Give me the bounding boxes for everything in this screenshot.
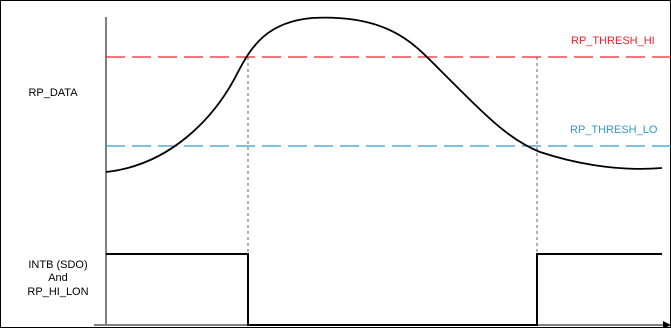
intb-label-line3: RP_HI_LON: [27, 286, 88, 298]
rp-data-curve: [105, 16, 663, 173]
intb-label-line1: INTB (SDO): [28, 259, 87, 271]
intb-label-line2: And: [48, 272, 68, 284]
rp-data-label: RP_DATA: [28, 87, 78, 99]
intb-waveform: [106, 253, 662, 326]
thresh-lo-label: RP_THRESH_LO: [570, 124, 658, 136]
thresh-hi-label: RP_THRESH_HI: [571, 35, 655, 47]
time-axis-arrowhead: [663, 321, 671, 328]
